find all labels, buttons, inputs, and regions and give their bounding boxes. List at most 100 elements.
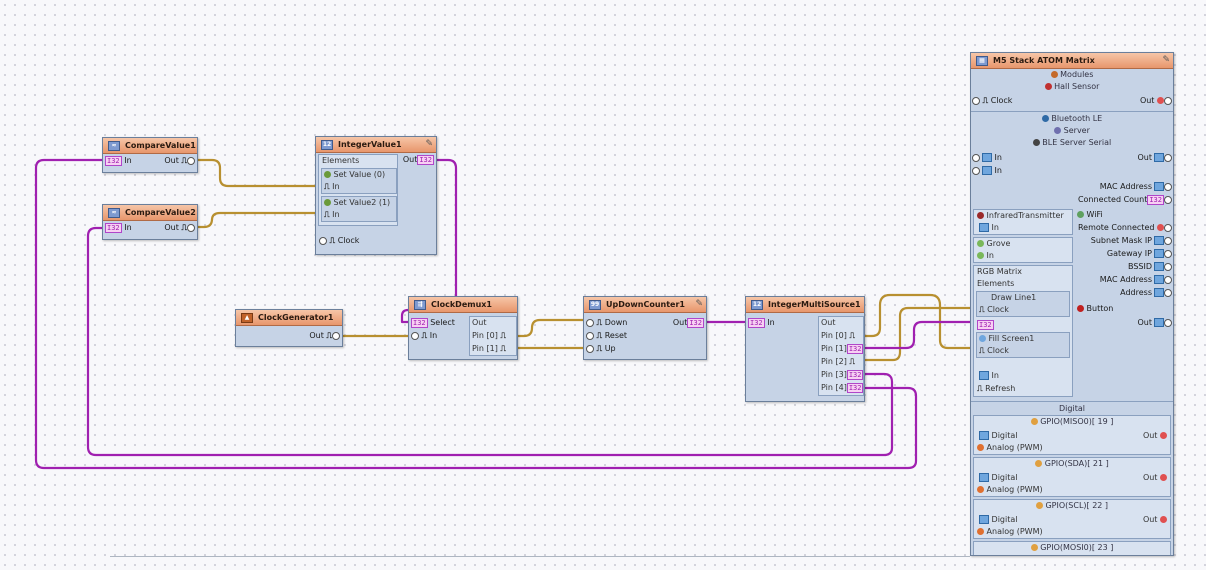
- compare-value-1-header[interactable]: ≈CompareValue1: [103, 138, 197, 154]
- hall-out-pin[interactable]: Out: [1140, 95, 1172, 107]
- clock-demux-1-header[interactable]: ⇶ClockDemux1: [409, 297, 517, 313]
- multisource-pin1[interactable]: Pin [1]I32: [821, 343, 864, 355]
- set-value-1-in-pin[interactable]: ⎍ In: [324, 209, 340, 221]
- gpio22-module[interactable]: GPIO(SCL)[ 22 ] Digital Out Analog (PWM): [973, 499, 1171, 539]
- ble-out-pin[interactable]: Out: [1137, 152, 1172, 164]
- set-value-0-element[interactable]: Set Value (0) ⎍ In: [321, 168, 397, 194]
- output-pin-dot[interactable]: [1164, 153, 1172, 162]
- compare-value-2-out-pin[interactable]: Out ⎍: [164, 222, 195, 234]
- clock-generator-1-out-pin[interactable]: Out ⎍: [309, 330, 340, 342]
- rgb-matrix-module[interactable]: RGB Matrix Elements Draw Line1 ⎍ Clock I…: [973, 265, 1073, 397]
- draw-line-clock-pin[interactable]: ⎍ Clock: [979, 304, 1009, 316]
- input-pin-dot[interactable]: [586, 318, 594, 327]
- output-pin-dot[interactable]: [187, 156, 195, 165]
- clock-demux-1-pin0[interactable]: Pin [0] ⎍: [472, 330, 506, 342]
- wrench-icon[interactable]: ✎: [695, 299, 703, 309]
- m5-stack-atom-matrix-component[interactable]: ▦M5 Stack ATOM Matrix✎ Modules Hall Sens…: [970, 52, 1174, 556]
- draw-line-int-pin[interactable]: I32: [977, 319, 994, 331]
- output-pin-dot[interactable]: [1164, 195, 1172, 204]
- infrared-transmitter-module[interactable]: InfraredTransmitter In: [973, 209, 1073, 235]
- output-pin-dot[interactable]: [187, 223, 195, 232]
- fill-screen-element[interactable]: Fill Screen1 ⎍ Clock: [976, 332, 1070, 358]
- subnet-mask-pin[interactable]: Subnet Mask IP: [1091, 235, 1172, 247]
- clock-demux-1-pin1[interactable]: Pin [1] ⎍: [472, 343, 506, 355]
- counter-down-pin[interactable]: ⎍ Down: [586, 317, 627, 329]
- button-out-pin[interactable]: Out: [1137, 317, 1172, 329]
- address-pin[interactable]: Address: [1120, 287, 1172, 299]
- fill-screen-clock-pin[interactable]: ⎍ Clock: [979, 345, 1009, 357]
- rgb-refresh-pin[interactable]: ⎍ Refresh: [977, 383, 1015, 395]
- output-pin-dot[interactable]: [1164, 275, 1172, 284]
- integer-elements-panel[interactable]: Elements Set Value (0) ⎍ In Set Value2 (…: [318, 154, 398, 226]
- input-pin-dot[interactable]: [586, 331, 594, 340]
- multisource-pin3[interactable]: Pin [3]I32: [821, 369, 864, 381]
- wrench-icon[interactable]: ✎: [425, 139, 433, 149]
- input-pin-dot[interactable]: [972, 153, 980, 162]
- multisource-pin0[interactable]: Pin [0] ⎍: [821, 330, 855, 342]
- compare-value-2-header[interactable]: ≈CompareValue2: [103, 205, 197, 221]
- multisource-in-pin[interactable]: I32 In: [748, 317, 775, 329]
- remote-connected-pin[interactable]: Remote Connected: [1078, 222, 1172, 234]
- gpio22-digital-pin[interactable]: Digital: [977, 514, 1018, 526]
- bssid-pin[interactable]: BSSID: [1128, 261, 1172, 273]
- gpio21-module[interactable]: GPIO(SDA)[ 21 ] Digital Out Analog (PWM): [973, 457, 1171, 497]
- gpio21-analog-pin[interactable]: Analog (PWM): [977, 484, 1043, 496]
- ble-in-pin-2[interactable]: In: [972, 165, 1002, 177]
- output-pin-dot[interactable]: [1164, 318, 1172, 327]
- rgb-in-pin[interactable]: In: [977, 370, 999, 382]
- gpio22-analog-pin[interactable]: Analog (PWM): [977, 526, 1043, 538]
- input-pin-dot[interactable]: [972, 96, 980, 105]
- clock-demux-1-select-pin[interactable]: I32 Select: [411, 317, 455, 329]
- gateway-pin[interactable]: Gateway IP: [1107, 248, 1172, 260]
- gpio19-digital-pin[interactable]: Digital: [977, 430, 1018, 442]
- ble-in-pin-1[interactable]: In: [972, 152, 1002, 164]
- gpio19-module[interactable]: GPIO(MISO0)[ 19 ] Digital Out Analog (PW…: [973, 415, 1171, 455]
- hall-clock-pin[interactable]: ⎍ Clock: [972, 95, 1012, 107]
- gpio21-out-pin[interactable]: Out: [1143, 472, 1167, 484]
- input-pin-dot[interactable]: [586, 344, 594, 353]
- output-pin-dot[interactable]: [1164, 223, 1172, 232]
- set-value-0-in-pin[interactable]: ⎍ In: [324, 181, 340, 193]
- grove-module[interactable]: Grove In: [973, 237, 1073, 263]
- compare-value-2-in-pin[interactable]: I32 In: [105, 222, 132, 234]
- clock-generator-1-component[interactable]: ▲ClockGenerator1 Out ⎍: [235, 309, 343, 347]
- wrench-icon[interactable]: ✎: [1162, 55, 1170, 65]
- set-value-1-element[interactable]: Set Value2 (1) ⎍ In: [321, 196, 397, 222]
- atom-header[interactable]: ▦M5 Stack ATOM Matrix✎: [971, 53, 1173, 69]
- draw-line-element[interactable]: Draw Line1 ⎍ Clock: [976, 291, 1070, 317]
- output-pin-dot[interactable]: [1164, 236, 1172, 245]
- wifi-mac-address-pin[interactable]: MAC Address: [1100, 274, 1172, 286]
- counter-up-pin[interactable]: ⎍ Up: [586, 343, 616, 355]
- clock-demux-1-in-pin[interactable]: ⎍ In: [411, 330, 437, 342]
- output-pin-dot[interactable]: [1164, 288, 1172, 297]
- compare-value-1-out-pin[interactable]: Out ⎍: [164, 155, 195, 167]
- multisource-pin2[interactable]: Pin [2] ⎍: [821, 356, 855, 368]
- output-pin-dot[interactable]: [1164, 249, 1172, 258]
- compare-value-1-in-pin[interactable]: I32 In: [105, 155, 132, 167]
- gpio19-out-pin[interactable]: Out: [1143, 430, 1167, 442]
- output-pin-dot[interactable]: [1164, 182, 1172, 191]
- gpio21-digital-pin[interactable]: Digital: [977, 472, 1018, 484]
- multisource-pin4[interactable]: Pin [4]I32: [821, 382, 864, 394]
- output-pin-dot[interactable]: [332, 331, 340, 340]
- compare-value-1-component[interactable]: ≈CompareValue1 I32 In Out ⎍: [102, 137, 198, 173]
- output-pin-dot[interactable]: [1164, 96, 1172, 105]
- gpio19-analog-pin[interactable]: Analog (PWM): [977, 442, 1043, 454]
- gpio23-module[interactable]: GPIO(MOSI0)[ 23 ]: [973, 541, 1171, 555]
- counter-reset-pin[interactable]: ⎍ Reset: [586, 330, 627, 342]
- grove-in-pin[interactable]: In: [977, 250, 994, 262]
- input-pin-dot[interactable]: [411, 331, 419, 340]
- output-pin-dot[interactable]: [1164, 262, 1172, 271]
- mac-address-pin[interactable]: MAC Address: [1100, 181, 1172, 193]
- input-pin-dot[interactable]: [972, 166, 980, 175]
- clock-generator-1-header[interactable]: ▲ClockGenerator1: [236, 310, 342, 326]
